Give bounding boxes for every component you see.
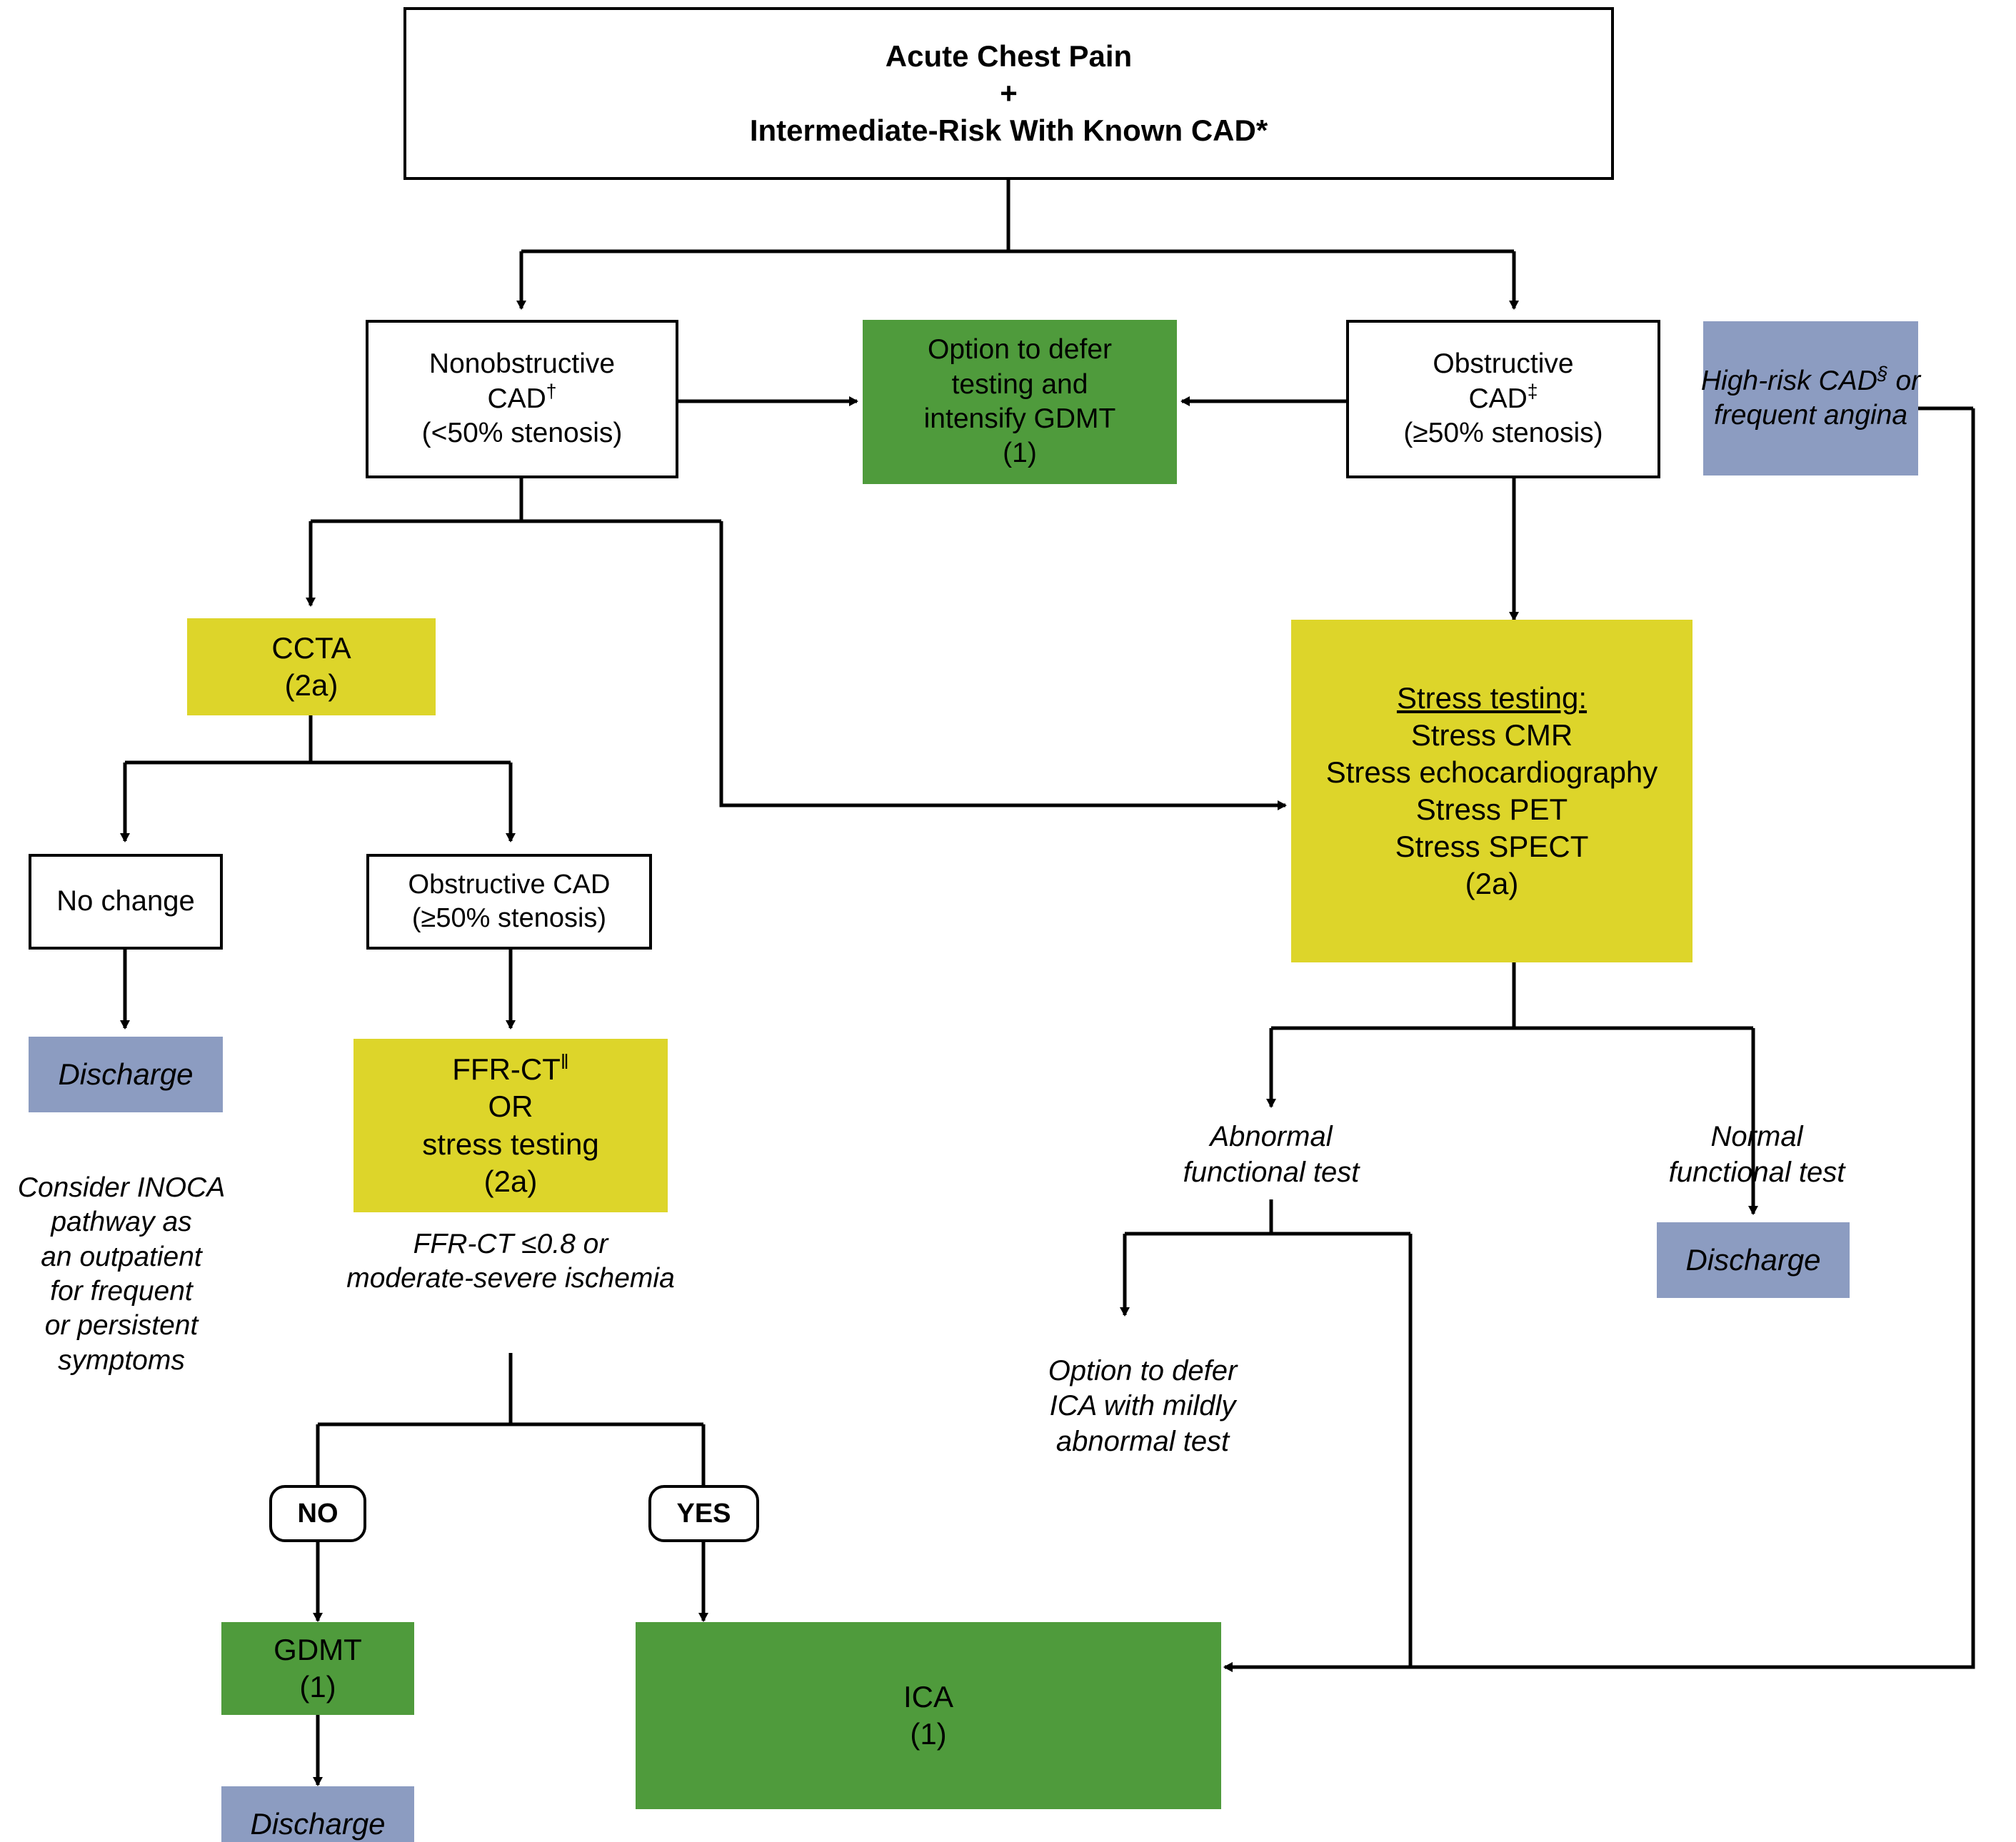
edge-highrisk-to-ica xyxy=(1223,408,1975,1672)
node-discharge-right: Discharge xyxy=(1657,1222,1850,1298)
section-marker: § xyxy=(1877,362,1888,384)
defer-gdmt-line-4: (1) xyxy=(1003,438,1037,469)
obstructive-line-1: Obstructive xyxy=(1433,348,1574,380)
node-normal-functional-test: Normal functional test xyxy=(1607,1115,1907,1195)
root-line-2: + xyxy=(1000,76,1018,110)
gdmt-line-2: (1) xyxy=(299,1670,336,1703)
stress-testing-line-4: Stress SPECT xyxy=(1395,830,1589,864)
node-inoca-note: Consider INOCA pathway as an outpatient … xyxy=(0,1157,243,1392)
ffrct-line-2: OR xyxy=(488,1089,533,1124)
root-line-1: Acute Chest Pain xyxy=(885,39,1133,73)
defer-gdmt-line-3: intensify GDMT xyxy=(923,403,1116,434)
ffrct-line-1: FFR-CT‖ xyxy=(452,1051,569,1087)
inoca-line-1: Consider INOCA xyxy=(17,1172,226,1203)
node-ccta: CCTA (2a) xyxy=(187,618,436,715)
ffrct-line-3: stress testing xyxy=(422,1127,599,1161)
discharge-left-label: Discharge xyxy=(58,1057,194,1091)
inoca-line-2: pathway as xyxy=(51,1207,192,1238)
inoca-line-4: for frequent xyxy=(50,1276,193,1307)
defer-ica-line-3: abnormal test xyxy=(1055,1425,1230,1457)
dagger-marker: † xyxy=(546,380,557,402)
stress-testing-line-5: (2a) xyxy=(1465,867,1519,901)
parallel-marker: ‖ xyxy=(560,1051,569,1074)
node-nonobstructive-cad: Nonobstructive CAD† (<50% stenosis) xyxy=(366,320,678,478)
obstructive-cad2-line-1: Obstructive CAD xyxy=(408,869,611,900)
normal-line-2: functional test xyxy=(1668,1157,1845,1188)
decision-label-yes: YES xyxy=(648,1485,759,1542)
discharge-bottom-label: Discharge xyxy=(250,1806,386,1841)
node-defer-testing-gdmt: Option to defer testing and intensify GD… xyxy=(863,320,1177,484)
node-abnormal-functional-test: Abnormal functional test xyxy=(1121,1115,1421,1195)
node-ffrct-or-stress: FFR-CT‖ OR stress testing (2a) xyxy=(353,1039,668,1212)
high-risk-line-1: High-risk CAD§ or xyxy=(1700,362,1921,396)
no-change-line-1: No change xyxy=(56,885,195,917)
gdmt-line-1: GDMT xyxy=(274,1632,362,1666)
ica-line-2: (1) xyxy=(910,1717,947,1751)
node-obstructive-cad: Obstructive CAD‡ (≥50% stenosis) xyxy=(1346,320,1660,478)
node-root: Acute Chest Pain + Intermediate-Risk Wit… xyxy=(403,7,1614,180)
high-risk-line-2: frequent angina xyxy=(1713,400,1908,431)
yes-label: YES xyxy=(676,1498,731,1529)
abnormal-line-1: Abnormal xyxy=(1210,1121,1333,1153)
node-obstructive-cad-post-ccta: Obstructive CAD (≥50% stenosis) xyxy=(366,854,652,950)
stress-testing-heading: Stress testing: xyxy=(1396,680,1588,715)
node-discharge-left: Discharge xyxy=(29,1037,223,1112)
double-dagger-marker: ‡ xyxy=(1527,380,1538,402)
nonobstructive-line-3: (<50% stenosis) xyxy=(421,418,623,449)
node-high-risk-cad: High-risk CAD§ or frequent angina xyxy=(1700,321,1921,475)
obstructive-line-3: (≥50% stenosis) xyxy=(1403,418,1603,449)
ccta-line-1: CCTA xyxy=(271,630,351,665)
node-ffrct-criteria: FFR-CT ≤0.8 or moderate-severe ischemia xyxy=(214,1222,807,1301)
inoca-line-6: symptoms xyxy=(58,1344,185,1376)
defer-gdmt-line-2: testing and xyxy=(951,368,1088,400)
edge-nonob-to-stress xyxy=(719,521,1287,810)
normal-line-1: Normal xyxy=(1710,1121,1803,1153)
inoca-line-5: or persistent xyxy=(44,1310,199,1342)
ffrct-criteria-line-2: moderate-severe ischemia xyxy=(346,1263,675,1294)
no-label: NO xyxy=(297,1498,338,1529)
nonobstructive-line-1: Nonobstructive xyxy=(428,348,616,380)
stress-testing-line-1: Stress CMR xyxy=(1410,718,1573,752)
node-no-change: No change xyxy=(29,854,223,950)
node-defer-ica-note: Option to defer ICA with mildly abnormal… xyxy=(1000,1342,1285,1471)
discharge-right-label: Discharge xyxy=(1685,1242,1821,1277)
stress-testing-line-2: Stress echocardiography xyxy=(1325,755,1658,789)
ffrct-line-4: (2a) xyxy=(483,1164,538,1198)
stress-testing-line-3: Stress PET xyxy=(1415,792,1568,826)
node-stress-testing: Stress testing: Stress CMR Stress echoca… xyxy=(1291,620,1692,962)
obstructive-line-2: CAD‡ xyxy=(1468,380,1538,414)
node-gdmt: GDMT (1) xyxy=(221,1622,414,1715)
defer-ica-line-2: ICA with mildly xyxy=(1049,1390,1236,1422)
ffrct-criteria-line-1: FFR-CT ≤0.8 or xyxy=(413,1228,608,1259)
node-discharge-bottom: Discharge xyxy=(221,1786,414,1842)
obstructive-cad2-line-2: (≥50% stenosis) xyxy=(411,903,607,933)
root-line-3: Intermediate-Risk With Known CAD* xyxy=(749,114,1268,148)
abnormal-line-2: functional test xyxy=(1183,1157,1360,1188)
nonobstructive-line-2: CAD† xyxy=(487,380,557,414)
ccta-line-2: (2a) xyxy=(284,668,338,702)
decision-label-no: NO xyxy=(269,1485,366,1542)
ica-line-1: ICA xyxy=(903,1679,953,1713)
defer-ica-line-1: Option to defer xyxy=(1048,1354,1238,1386)
inoca-line-3: an outpatient xyxy=(41,1241,202,1272)
defer-gdmt-line-1: Option to defer xyxy=(928,334,1112,366)
node-ica: ICA (1) xyxy=(636,1622,1221,1809)
